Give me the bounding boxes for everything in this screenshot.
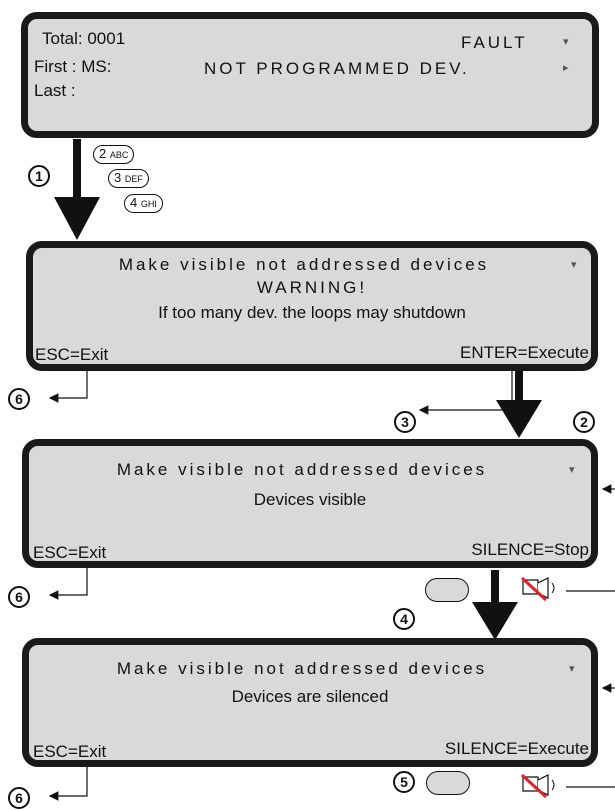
flow-arrow-4-head xyxy=(472,602,518,640)
flow-arrow-1-shaft xyxy=(73,139,81,205)
devices-visible-status: Devices visible xyxy=(253,490,367,509)
lcd-screen-warning: Make visible not addressed devices WARNI… xyxy=(26,241,598,371)
screen3-title: Make visible not addressed devices xyxy=(116,460,488,479)
total-label: Total: 0001 xyxy=(42,29,126,48)
silence-button[interactable] xyxy=(426,771,470,795)
fault-message: NOT PROGRAMMED DEV. xyxy=(204,59,470,78)
scroll-down-icon: ▾ xyxy=(569,663,575,675)
lcd-screen-devices-silenced: Make visible not addressed devices Devic… xyxy=(22,638,598,767)
flow-arrow-1-head xyxy=(54,197,100,240)
warning-note: If too many dev. the loops may shutdown xyxy=(158,303,466,322)
last-label: Last : xyxy=(34,81,76,100)
flow-arrow-4-shaft xyxy=(491,570,499,610)
silence-execute-label: SILENCE=Execute xyxy=(444,739,589,758)
screen4-title: Make visible not addressed devices xyxy=(116,659,488,678)
lcd-screen-devices-visible: Make visible not addressed devices Devic… xyxy=(22,439,598,568)
esc-exit-label: ESC=Exit xyxy=(33,543,107,562)
step-6-marker: 6 xyxy=(8,787,30,809)
first-label: First : MS: xyxy=(34,57,112,76)
step-6-marker: 6 xyxy=(8,586,30,608)
enter-execute-label: ENTER=Execute xyxy=(460,343,589,362)
mute-speaker-icon xyxy=(520,773,555,799)
silence-button[interactable] xyxy=(425,578,469,602)
warning-label: WARNING! xyxy=(256,278,368,297)
scroll-down-icon: ▾ xyxy=(569,464,575,476)
silence-stop-label: SILENCE=Stop xyxy=(471,540,589,559)
scroll-down-icon: ▾ xyxy=(571,259,577,271)
step-5-marker: 5 xyxy=(393,771,415,793)
lcd-screen-main: Total: 0001 First : MS: Last : FAULT NOT… xyxy=(21,12,599,138)
flow-arrow-2-head xyxy=(496,400,542,438)
step-3-marker: 3 xyxy=(394,411,416,433)
esc-exit-label: ESC=Exit xyxy=(35,345,109,364)
step-6-marker: 6 xyxy=(8,388,30,410)
step-2-marker: 2 xyxy=(573,411,595,433)
key-3-def[interactable]: 3 DEF xyxy=(108,169,149,188)
devices-silenced-status: Devices are silenced xyxy=(231,687,389,706)
key-4-ghi[interactable]: 4 GHI xyxy=(124,194,163,213)
flow-arrow-2-shaft xyxy=(515,369,523,409)
step-4-marker: 4 xyxy=(393,608,415,630)
mute-speaker-icon xyxy=(520,576,555,602)
esc-exit-label: ESC=Exit xyxy=(33,742,107,761)
screen2-title: Make visible not addressed devices xyxy=(118,255,490,274)
step-1-marker: 1 xyxy=(28,165,50,187)
fault-status: FAULT xyxy=(461,33,528,52)
scroll-right-icon: ▸ xyxy=(563,62,569,74)
scroll-down-icon: ▾ xyxy=(563,36,569,48)
key-2-abc[interactable]: 2 ABC xyxy=(93,145,135,164)
